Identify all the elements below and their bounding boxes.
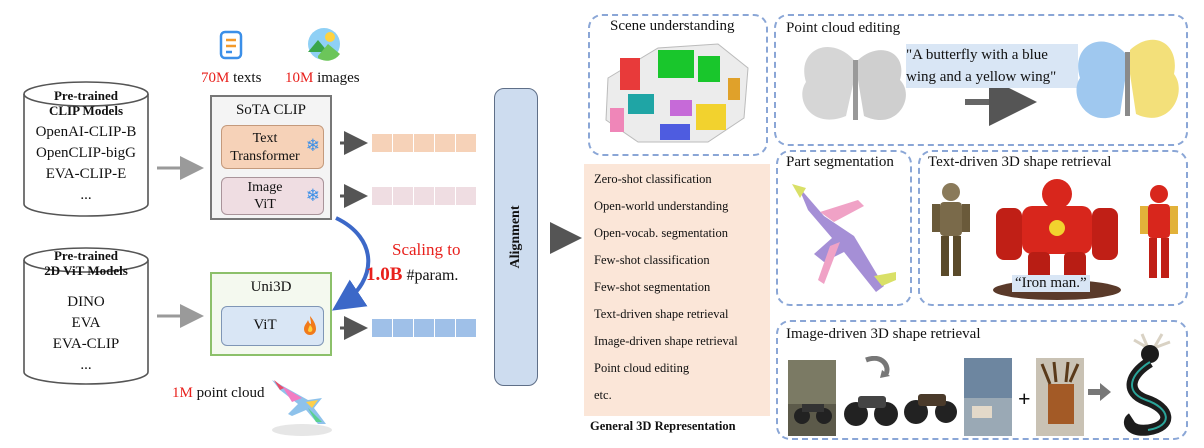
point-cloud-editing-title: Point cloud editing — [786, 20, 901, 36]
landscape-photo — [964, 358, 1012, 436]
retrieval-arrow — [1088, 383, 1111, 401]
image-landscape-icon — [306, 26, 342, 62]
scaling-unit: #param. — [406, 267, 459, 284]
texts-count: 70M — [201, 70, 230, 86]
uni3d-box: Uni3D ViT — [210, 272, 332, 356]
snowflake-icon: ❄ — [305, 186, 320, 205]
dragon-snake-model — [1123, 333, 1172, 436]
clip-model-item: EVA-CLIP-E — [45, 166, 127, 182]
images-count: 10M — [285, 70, 314, 86]
flame-icon — [303, 315, 317, 340]
retrieved-motorcycles — [844, 356, 957, 426]
task-item: Few-shot segmentation — [594, 280, 711, 294]
scene-point-cloud-image — [605, 43, 749, 143]
clip-model-item: OpenAI-CLIP-B — [35, 124, 137, 140]
task-item: Image-driven shape retrieval — [594, 334, 738, 348]
text-document-icon — [218, 30, 246, 62]
point-feature-stripe — [372, 319, 477, 337]
plus-sign: + — [1018, 386, 1031, 411]
vit-model-item: EVA-CLIP — [52, 336, 120, 352]
vit-models-cylinder: Pre-trained 2D ViT Models DINO EVA EVA-C… — [22, 246, 150, 386]
text-feature-stripe — [372, 134, 477, 152]
task-item: Zero-shot classification — [594, 172, 712, 186]
colored-butterfly-image — [1076, 39, 1179, 119]
clip-models-title: Pre-trained CLIP Models — [48, 88, 124, 118]
alignment-block: Alignment — [494, 88, 538, 386]
vit-models-list: DINO EVA EVA-CLIP ... — [22, 292, 150, 376]
text-transformer-label: Text Transformer — [230, 131, 300, 164]
scaling-value-line: 1.0B #param. — [366, 264, 458, 286]
scaling-label: Scaling to — [392, 240, 461, 259]
image-retrieval-panel: Image-driven 3D shape retrieval + — [776, 320, 1188, 440]
clip-model-item: ... — [80, 187, 92, 203]
clip-models-list: OpenAI-CLIP-B OpenCLIP-bigG EVA-CLIP-E .… — [22, 122, 150, 206]
point-cloud-editing-panel: Point cloud editing "A butterfly with a … — [774, 14, 1188, 146]
motorcycle-photo — [788, 360, 836, 436]
images-count-label: 10M images — [285, 70, 360, 87]
editing-prompt: "A butterfly with a blue wing and a yell… — [906, 44, 1078, 88]
vit-model-item: ... — [80, 357, 92, 373]
iron-man-figure-left — [932, 183, 970, 276]
snowflake-icon: ❄ — [305, 136, 320, 155]
uni3d-vit-label: ViT — [253, 317, 277, 333]
image-feature-stripe — [372, 187, 477, 205]
tasks-caption: General 3D Representation — [590, 419, 736, 433]
scene-understanding-panel: Scene understanding — [588, 14, 768, 156]
uni3d-title: Uni3D — [250, 279, 292, 295]
clip-models-cylinder: Pre-trained CLIP Models OpenAI-CLIP-B Op… — [22, 80, 150, 218]
cylinder-shape — [23, 81, 149, 217]
vit-model-item: EVA — [71, 315, 101, 331]
scene-understanding-title: Scene understanding — [610, 18, 735, 34]
vit-models-title: Pre-trained 2D ViT Models — [44, 248, 128, 278]
gray-butterfly-image — [802, 47, 906, 121]
segmented-airplane-image — [792, 184, 896, 292]
task-item: Few-shot classification — [594, 253, 710, 267]
text-retrieval-panel: Text-driven 3D shape retrieval “Iron man… — [918, 150, 1188, 306]
iron-man-figure-right — [1140, 185, 1178, 278]
vit-model-item: DINO — [67, 294, 105, 310]
task-item: Text-driven shape retrieval — [594, 307, 729, 321]
points-label: point cloud — [196, 385, 265, 401]
text-retrieval-title: Text-driven 3D shape retrieval — [928, 154, 1112, 170]
sota-clip-box: SoTA CLIP Text Transformer ❄ Image ViT ❄ — [210, 95, 332, 220]
deer-photo — [1036, 358, 1084, 436]
texts-label: texts — [233, 70, 262, 86]
point-cloud-airplane-icon — [262, 360, 342, 440]
task-item: Open-vocab. segmentation — [594, 226, 728, 240]
text-transformer-block: Text Transformer ❄ — [221, 125, 324, 169]
image-vit-label: Image ViT — [247, 180, 283, 212]
image-vit-block: Image ViT ❄ — [221, 177, 324, 215]
cylinder-shape — [23, 247, 149, 385]
text-query-label: “Iron man.” — [1012, 275, 1090, 292]
uni3d-vit-block: ViT — [221, 306, 324, 346]
image-retrieval-title: Image-driven 3D shape retrieval — [786, 326, 981, 342]
task-list: Zero-shot classification Open-world unde… — [584, 164, 770, 416]
scaling-value: 1.0B — [366, 264, 403, 285]
task-item: Point cloud editing — [594, 361, 690, 375]
images-label: images — [317, 70, 360, 86]
scaling-arrow — [332, 216, 371, 311]
task-item: etc. — [594, 388, 612, 402]
points-count: 1M — [172, 385, 193, 401]
clip-model-item: OpenCLIP-bigG — [36, 145, 136, 161]
alignment-label: Alignment — [508, 205, 523, 269]
part-segmentation-title: Part segmentation — [786, 154, 894, 170]
task-item: Open-world understanding — [594, 199, 729, 213]
sota-clip-title: SoTA CLIP — [235, 102, 307, 118]
point-cloud-label: 1M point cloud — [172, 385, 265, 402]
texts-count-label: 70M texts — [201, 70, 261, 87]
part-segmentation-panel: Part segmentation — [776, 150, 912, 306]
